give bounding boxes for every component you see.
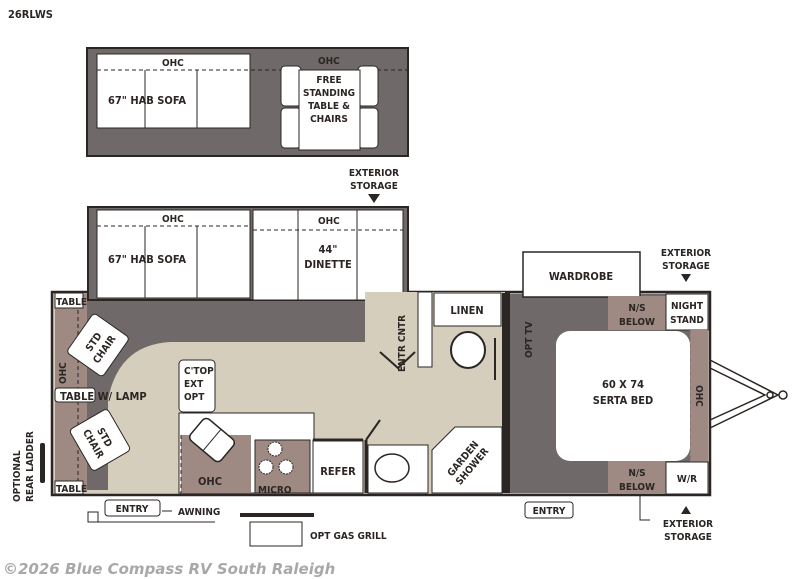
bath-door bbox=[365, 419, 381, 441]
grill-label: OPT GAS GRILL bbox=[310, 531, 387, 542]
entry-door-front bbox=[524, 501, 574, 519]
chair bbox=[357, 65, 379, 107]
ohc-label: OHC bbox=[318, 56, 340, 67]
sink-icon bbox=[374, 453, 410, 483]
top-slide-alt: OHC OHC 67" HAB SOFA FREE STANDING TABLE… bbox=[86, 47, 409, 157]
tv-label: OPT TV bbox=[524, 321, 535, 358]
burner-icon bbox=[278, 459, 294, 475]
serta-bed bbox=[556, 331, 690, 461]
ctop-label: C'TOP bbox=[184, 366, 214, 377]
table-label: TABLE & bbox=[308, 101, 350, 112]
main-slide: OHC 67" HAB SOFA OHC 44" DINETTE bbox=[87, 206, 409, 301]
entertainment-center bbox=[417, 291, 433, 368]
ohc-label: OHC bbox=[198, 475, 222, 488]
entry-label: ENTRY bbox=[116, 504, 149, 515]
free-standing-table bbox=[298, 69, 361, 151]
linen-closet bbox=[433, 292, 502, 327]
entertainment-label: ENTR CNTR bbox=[397, 315, 408, 372]
wardrobe bbox=[522, 251, 641, 298]
ohc-label: OHC bbox=[162, 58, 184, 69]
sofa bbox=[96, 209, 251, 299]
arrow-up-icon bbox=[681, 506, 691, 514]
dinette bbox=[252, 209, 404, 301]
exterior-storage-label: EXTERIOR bbox=[349, 168, 399, 179]
bed-label: 60 X 74 bbox=[602, 378, 644, 391]
exterior-storage-label: EXTERIOR bbox=[663, 519, 713, 530]
gas-grill bbox=[249, 521, 303, 547]
std-chair-top: STD CHAIR bbox=[67, 313, 129, 377]
std-chair-bottom: STD CHAIR bbox=[69, 409, 131, 471]
linen-label: LINEN bbox=[450, 304, 483, 317]
sink-icon bbox=[188, 417, 236, 463]
countertop-extension bbox=[178, 359, 216, 413]
sofa-label: 67" HAB SOFA bbox=[108, 94, 186, 107]
chair bbox=[357, 107, 379, 149]
ladder-label: OPTIONAL bbox=[12, 450, 23, 502]
table-label: STANDING bbox=[303, 88, 355, 99]
bed-label: SERTA BED bbox=[593, 394, 654, 407]
trailer-hitch bbox=[709, 359, 788, 429]
entry-door-rear bbox=[104, 499, 161, 517]
night-stand-label: NIGHT bbox=[671, 301, 704, 312]
refer-label: REFER bbox=[320, 465, 356, 478]
chair bbox=[280, 65, 302, 107]
table-label: TABLE bbox=[56, 484, 87, 495]
ns-label: N/S bbox=[628, 468, 645, 479]
micro-label: MICRO bbox=[258, 485, 292, 496]
arrow-down-icon bbox=[681, 274, 691, 282]
ctop-label: EXT bbox=[184, 379, 204, 390]
night-stand-label: STAND bbox=[670, 315, 704, 326]
exterior-storage-label: STORAGE bbox=[664, 532, 712, 543]
burner-icon bbox=[267, 441, 283, 457]
dinette-label: DINETTE bbox=[304, 258, 352, 271]
bedroom-wall bbox=[502, 293, 510, 493]
rear-ladder bbox=[40, 443, 45, 483]
ohc-label: OHC bbox=[693, 385, 704, 407]
exterior-storage-label: STORAGE bbox=[350, 181, 398, 192]
burner-icon bbox=[258, 459, 274, 475]
grill-mount bbox=[240, 513, 314, 517]
wardrobe-small bbox=[665, 461, 709, 495]
table-lamp-label: TABLE W/ LAMP bbox=[60, 390, 147, 403]
refrigerator bbox=[312, 439, 364, 494]
entry-label: ENTRY bbox=[533, 506, 566, 517]
wardrobe-label: WARDROBE bbox=[549, 270, 613, 283]
chair bbox=[280, 107, 302, 149]
dinette-label: 44" bbox=[319, 243, 338, 256]
ns-label: BELOW bbox=[619, 317, 655, 328]
sofa-label: 67" HAB SOFA bbox=[108, 253, 186, 266]
ladder-label: REAR LADDER bbox=[25, 431, 36, 502]
table-label: FREE bbox=[316, 75, 341, 86]
ohc-label: OHC bbox=[162, 214, 184, 225]
arrow-down-icon bbox=[368, 194, 380, 203]
wr-label: W/R bbox=[677, 474, 697, 485]
night-stand bbox=[665, 293, 709, 331]
ns-label: BELOW bbox=[619, 482, 655, 493]
toilet-icon bbox=[450, 331, 486, 369]
table-label: CHAIRS bbox=[310, 114, 348, 125]
ctop-label: OPT bbox=[184, 392, 205, 403]
nightstand-storage bbox=[608, 296, 666, 330]
model-name: 26RLWS bbox=[8, 8, 53, 21]
ohc-label: OHC bbox=[318, 216, 340, 227]
watermark: ©2026 Blue Compass RV South Raleigh bbox=[3, 560, 335, 578]
table-label: TABLE bbox=[56, 297, 87, 308]
ns-label: N/S bbox=[628, 303, 645, 314]
exterior-storage-label: STORAGE bbox=[662, 261, 710, 272]
awning-label: AWNING bbox=[178, 507, 220, 518]
ohc-label: OHC bbox=[58, 362, 69, 384]
sofa bbox=[96, 53, 251, 129]
exterior-storage-label: EXTERIOR bbox=[661, 248, 711, 259]
